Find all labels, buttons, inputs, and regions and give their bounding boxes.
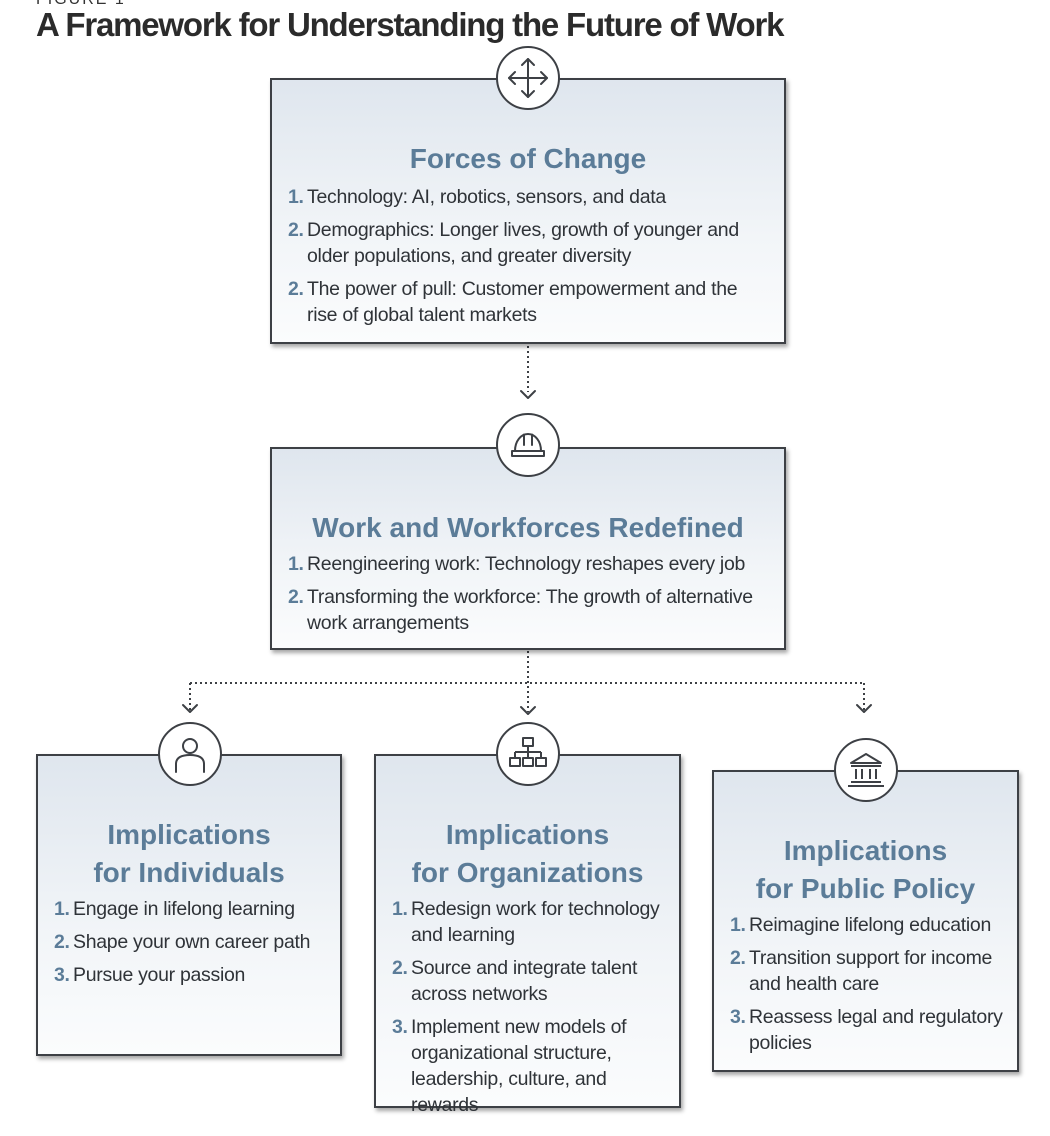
list-number: 1. (288, 186, 304, 208)
public-policy-title-line2: for Public Policy (755, 873, 976, 904)
list-text: Transforming the workforce: The growth o… (307, 586, 753, 634)
list-item: 2.Source and integrate talent across net… (392, 955, 671, 1007)
list-number: 1. (730, 914, 746, 936)
list-text: Technology: AI, robotics, sensors, and d… (307, 186, 666, 208)
list-item: 3.Pursue your passion (54, 962, 330, 988)
forces-of-change-box: Forces of Change 1.Technology: AI, robot… (270, 78, 786, 344)
list-item: 1.Reengineering work: Technology reshape… (288, 551, 770, 577)
list-text: Shape your own career path (73, 931, 311, 953)
list-item: 1.Engage in lifelong learning (54, 896, 330, 922)
list-item: 2.Shape your own career path (54, 929, 330, 955)
forces-list: 1.Technology: AI, robotics, sensors, and… (288, 184, 770, 335)
individuals-box: Implications for Individuals 1.Engage in… (36, 754, 342, 1056)
list-item: 2.The power of pull: Customer empowermen… (288, 276, 770, 328)
list-number: 1. (54, 898, 70, 920)
list-text: The power of pull: Customer empowerment … (307, 278, 738, 326)
list-text: Demographics: Longer lives, growth of yo… (307, 219, 739, 267)
org-chart-icon (496, 722, 560, 786)
organizations-title-line2: for Organizations (411, 857, 644, 888)
forces-of-change-title: Forces of Change (409, 143, 647, 174)
arrowhead-organizations (520, 706, 536, 715)
arrowhead-policy (856, 704, 872, 713)
list-item: 3.Implement new models of organizational… (392, 1014, 671, 1118)
public-policy-box: Implications for Public Policy 1.Reimagi… (712, 770, 1019, 1072)
arrowhead-work (520, 390, 536, 399)
organizations-box: Implications for Organizations 1.Redesig… (374, 754, 681, 1116)
individuals-title-line2: for Individuals (93, 857, 285, 888)
organizations-title-line1: Implications (445, 819, 610, 850)
list-number: 2. (392, 957, 408, 979)
work-list: 1.Reengineering work: Technology reshape… (288, 551, 770, 643)
list-text: Reimagine lifelong education (749, 914, 992, 936)
list-item: 3.Reassess legal and regulatory policies (730, 1004, 1009, 1056)
person-icon (158, 722, 222, 786)
list-number: 2. (288, 586, 304, 608)
individuals-title: Implications for Individuals (38, 816, 340, 892)
list-number: 1. (392, 898, 408, 920)
list-number: 1. (288, 553, 304, 575)
hard-hat-icon (496, 413, 560, 477)
list-text: Reassess legal and regulatory policies (749, 1006, 1003, 1054)
work-workforces-box: Work and Workforces Redefined 1.Reengine… (270, 447, 786, 650)
list-item: 1.Redesign work for technology and learn… (392, 896, 671, 948)
list-text: Transition support for income and health… (749, 947, 993, 995)
organizations-title: Implications for Organizations (376, 816, 679, 892)
list-item: 1.Reimagine lifelong education (730, 912, 1009, 938)
public-policy-title-line1: Implications (783, 835, 948, 866)
list-number: 3. (54, 964, 70, 986)
list-text: Implement new models of organizational s… (411, 1016, 627, 1116)
public-policy-list: 1.Reimagine lifelong education 2.Transit… (730, 912, 1009, 1063)
government-building-icon (834, 738, 898, 802)
list-item: 2.Transforming the workforce: The growth… (288, 584, 770, 636)
list-number: 2. (288, 219, 304, 241)
public-policy-title: Implications for Public Policy (714, 832, 1017, 908)
figure-label: FIGURE 1 (36, 0, 126, 9)
list-number: 2. (730, 947, 746, 969)
list-text: Reengineering work: Technology reshapes … (307, 553, 746, 575)
list-number: 3. (392, 1016, 408, 1038)
list-item: 1.Technology: AI, robotics, sensors, and… (288, 184, 770, 210)
list-text: Pursue your passion (73, 964, 246, 986)
individuals-list: 1.Engage in lifelong learning 2.Shape yo… (54, 896, 330, 995)
arrows-move-icon (496, 46, 560, 110)
work-workforces-title: Work and Workforces Redefined (312, 512, 744, 543)
list-item: 2.Transition support for income and heal… (730, 945, 1009, 997)
organizations-list: 1.Redesign work for technology and learn… (392, 896, 671, 1125)
list-text: Engage in lifelong learning (73, 898, 295, 920)
list-text: Source and integrate talent across netwo… (411, 957, 638, 1005)
page-title: A Framework for Understanding the Future… (36, 6, 784, 43)
individuals-title-line1: Implications (107, 819, 271, 850)
list-number: 3. (730, 1006, 746, 1028)
list-text: Redesign work for technology and learnin… (411, 898, 660, 946)
list-number: 2. (54, 931, 70, 953)
list-item: 2.Demographics: Longer lives, growth of … (288, 217, 770, 269)
arrowhead-individuals (182, 704, 198, 713)
list-number: 2. (288, 278, 304, 300)
